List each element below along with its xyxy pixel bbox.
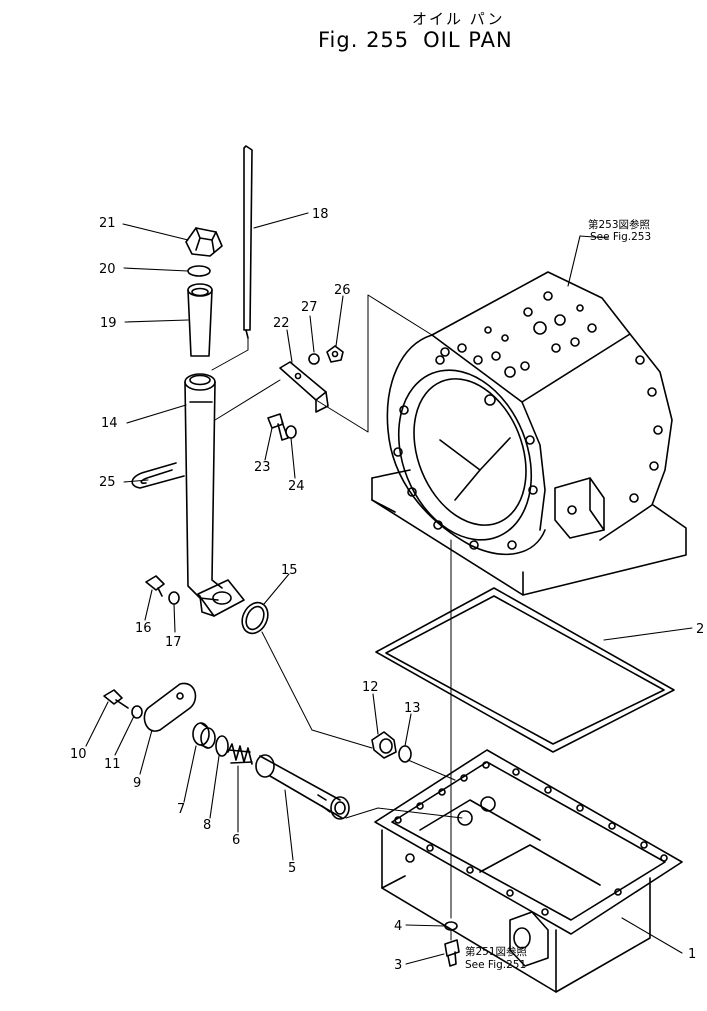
part-label-26: 26: [334, 283, 351, 298]
oil-pan: [374, 749, 683, 993]
part-label-15: 15: [281, 563, 298, 578]
part-label-20: 20: [99, 262, 116, 277]
cover-9: [143, 682, 197, 732]
o-ring-20: [187, 265, 211, 277]
o-ring-8: [215, 735, 229, 757]
part-label-18: 18: [312, 207, 329, 222]
part-label-3: 3: [394, 958, 402, 973]
part-label-27: 27: [301, 300, 318, 315]
assembly-lines: [211, 294, 463, 941]
bracket: [279, 361, 329, 413]
part-label-2: 2: [696, 622, 704, 637]
bolt-16: [145, 575, 165, 597]
figure-title-japanese: オイル パン: [412, 10, 505, 28]
u-bolt: [131, 462, 185, 489]
part-label-11: 11: [104, 757, 121, 772]
spring-6: [227, 743, 253, 765]
part-label-23: 23: [254, 460, 271, 475]
part-label-19: 19: [100, 316, 117, 331]
bolt-10: [103, 689, 129, 709]
part-numbers: 21 20 19 18 14 25 22 27 26 23 24 16 17 1…: [70, 207, 704, 973]
part-label-1: 1: [688, 947, 696, 962]
filler-tube: [187, 283, 213, 357]
ref-fig251-jp: 第251図参照: [465, 945, 528, 958]
breather-cap: [185, 227, 223, 257]
ref-fig253-en: See Fig.253: [590, 231, 651, 243]
part-label-14: 14: [101, 416, 118, 431]
transmission-case: [371, 271, 687, 596]
part-label-25: 25: [99, 475, 116, 490]
part-label-4: 4: [394, 919, 402, 934]
cross-references: 第253図参照 See Fig.253 第251図参照 See Fig.251: [465, 218, 651, 971]
bolt-23: [267, 413, 289, 441]
part-label-13: 13: [404, 701, 421, 716]
part-label-24: 24: [288, 479, 305, 494]
o-ring-13: [398, 745, 412, 763]
washer-24: [285, 425, 297, 439]
part-label-8: 8: [203, 818, 211, 833]
nut-26: [326, 345, 344, 363]
washer-27: [308, 353, 320, 365]
washer-17: [168, 591, 180, 605]
plug-12: [371, 731, 397, 759]
dipstick: [243, 145, 253, 339]
part-label-22: 22: [273, 316, 290, 331]
part-label-12: 12: [362, 680, 379, 695]
figure-number: Fig. 255: [318, 28, 410, 52]
figure-name: OIL PAN: [423, 28, 513, 52]
part-label-5: 5: [288, 861, 296, 876]
ref-fig253-jp: 第253図参照: [588, 218, 651, 231]
o-ring-15: [241, 601, 269, 635]
part-label-9: 9: [133, 776, 141, 791]
part-label-21: 21: [99, 216, 116, 231]
part-label-10: 10: [70, 747, 87, 762]
part-label-7: 7: [177, 802, 185, 817]
leader-lines: [85, 212, 693, 965]
plug-7: [192, 722, 216, 749]
part-label-16: 16: [135, 621, 152, 636]
strainer-5: [255, 754, 350, 820]
ref-fig251-en: See Fig.251: [465, 959, 526, 971]
oil-filler-pipe: [184, 373, 245, 617]
part-label-6: 6: [232, 833, 240, 848]
drain-plug-3: [444, 939, 460, 967]
figure-title: Fig. 255 OIL PAN: [318, 28, 527, 52]
washer-11: [131, 705, 143, 719]
part-label-17: 17: [165, 635, 182, 650]
gasket: [375, 587, 675, 753]
